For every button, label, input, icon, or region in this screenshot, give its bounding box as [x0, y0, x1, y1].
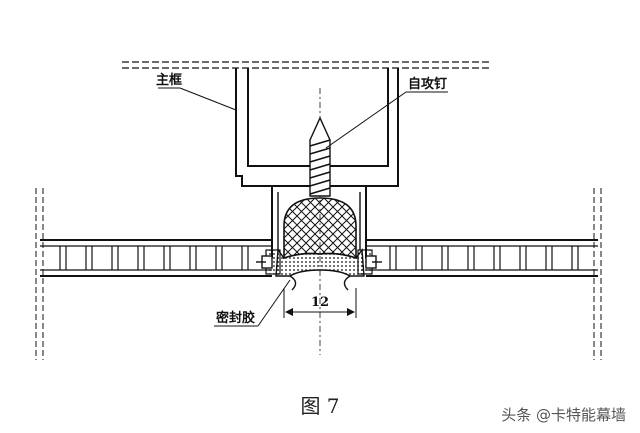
dimension-label: 12: [311, 295, 329, 310]
right-panel: [366, 188, 602, 360]
self-tapping-screw: [309, 116, 331, 197]
figure-caption: 图 7: [300, 394, 340, 418]
clamp-bolts: [256, 255, 382, 269]
sealant-bead: [275, 248, 365, 291]
left-panel: [35, 188, 272, 360]
main-frame-label: 主框: [156, 72, 182, 88]
leader-self-tapping-screw: [325, 91, 448, 149]
sealant-label: 密封胶: [215, 310, 255, 326]
top-boundary-lines: [122, 61, 490, 69]
leader-main-frame: [158, 87, 237, 111]
backer-rod: [283, 197, 357, 260]
receptor-channel: [271, 186, 367, 258]
watermark: 头条 @卡特能幕墙: [501, 406, 626, 424]
self-tapping-screw-label: 自攻钉: [408, 76, 447, 92]
leader-sealant: [214, 279, 291, 327]
dimension-12: [283, 288, 357, 318]
